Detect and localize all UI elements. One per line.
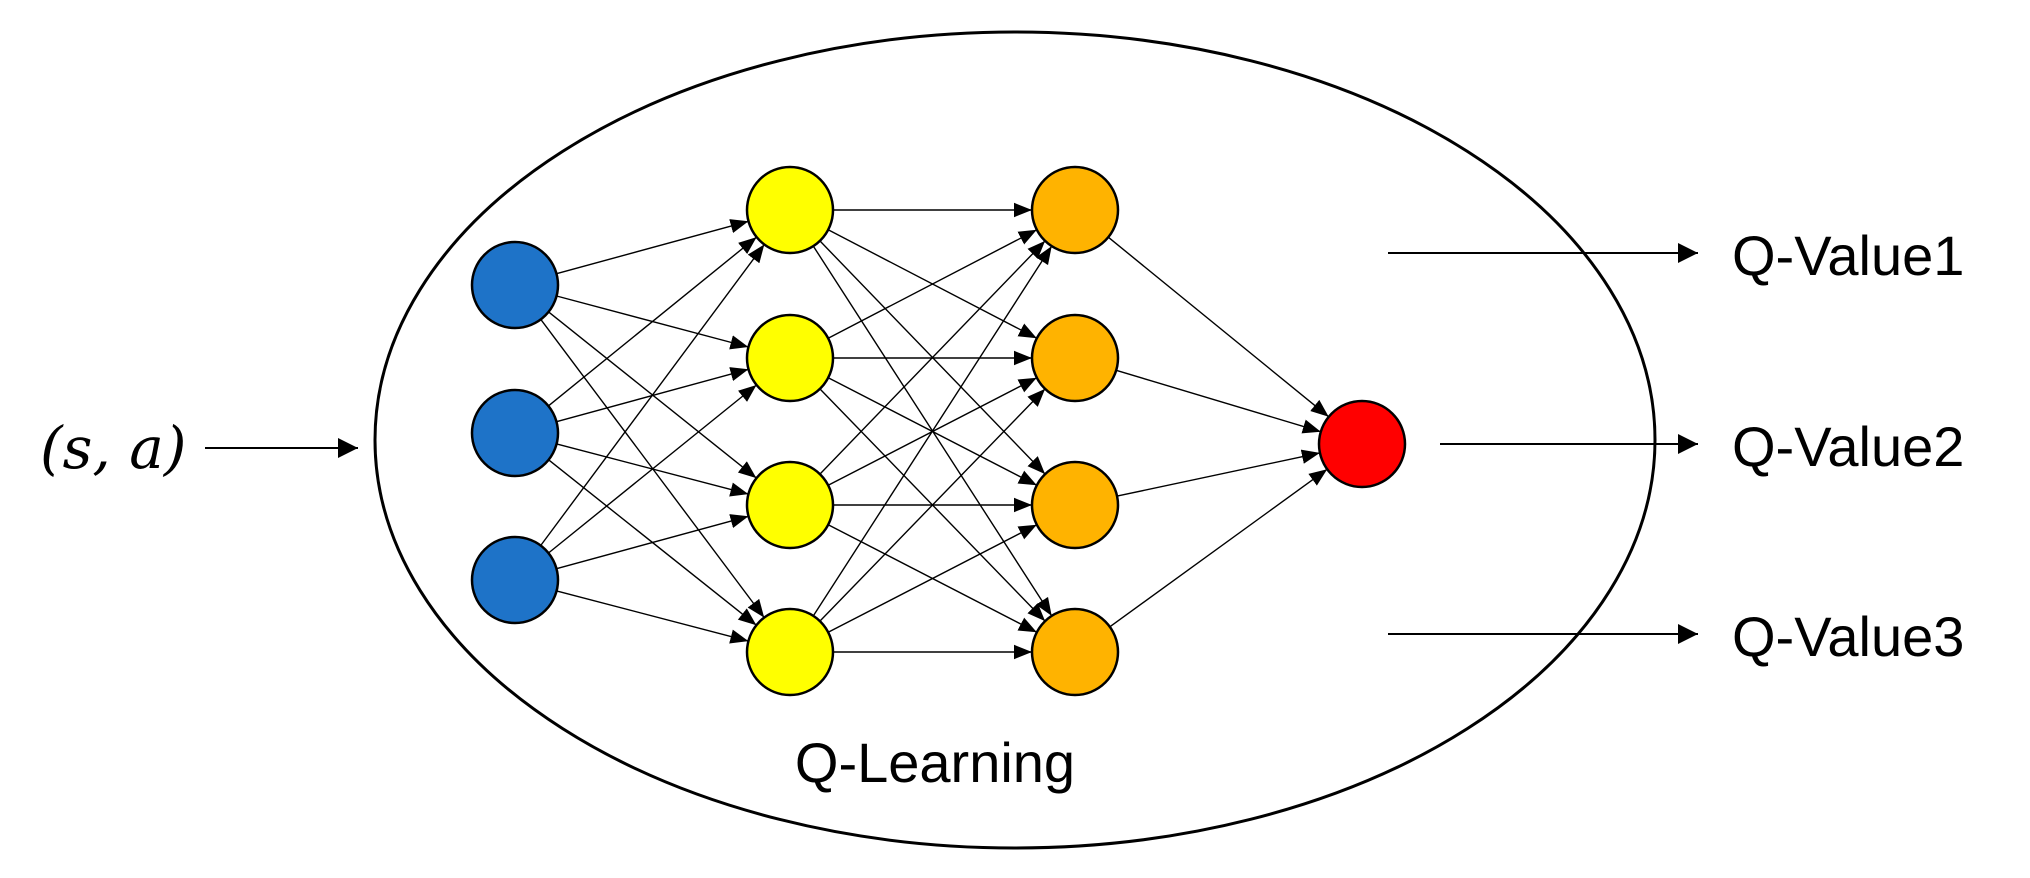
- edge-l1-n3-to-l2-n1: [540, 244, 765, 546]
- edge-l3-n4-to-l4-n1: [1109, 468, 1328, 628]
- input-node-1: [470, 240, 560, 330]
- edge-l2-n4-to-l3-n2: [819, 388, 1046, 622]
- edge-l1-n3-to-l2-n4: [556, 590, 749, 644]
- edge-l2-n4-to-l3-n1: [812, 245, 1053, 617]
- edge-l1-n1-to-l2-n1: [556, 219, 749, 275]
- hidden1-node-2: [745, 313, 835, 403]
- edge-l2-n4-to-l3-n3: [827, 524, 1038, 633]
- output-label-3: Q-Value3: [1732, 605, 1964, 668]
- hidden2-node-1: [1030, 165, 1120, 255]
- hidden2-node-2: [1030, 313, 1120, 403]
- network-edges: [540, 202, 1330, 660]
- output-node-1: [1317, 399, 1407, 489]
- hidden1-node-4: [745, 607, 835, 697]
- edge-l3-n2-to-l4-n1: [1115, 369, 1322, 434]
- edge-l2-n2-to-l3-n1: [827, 229, 1038, 339]
- edge-l1-n3-to-l2-n2: [548, 384, 757, 554]
- q-learning-ellipse: [373, 30, 1657, 850]
- input-label: (s, a): [40, 414, 186, 482]
- input-node-2: [470, 388, 560, 478]
- edge-l1-n3-to-l2-n3: [556, 514, 749, 570]
- output-label-2: Q-Value2: [1732, 415, 1964, 478]
- edge-l3-n1-to-l4-n1: [1107, 236, 1330, 418]
- output-label-1: Q-Value1: [1732, 224, 1964, 287]
- hidden2-node-4: [1030, 607, 1120, 697]
- edge-l2-n3-to-l3-n1: [819, 240, 1046, 475]
- input-node-3: [470, 535, 560, 625]
- hidden1-node-3: [745, 460, 835, 550]
- edge-l3-n3-to-l4-n1: [1116, 449, 1321, 497]
- hidden2-node-3: [1030, 460, 1120, 550]
- model-label: Q-Learning: [795, 731, 1075, 794]
- edge-l1-n2-to-l2-n1: [547, 236, 758, 407]
- network-nodes: [470, 165, 1407, 697]
- hidden1-node-1: [745, 165, 835, 255]
